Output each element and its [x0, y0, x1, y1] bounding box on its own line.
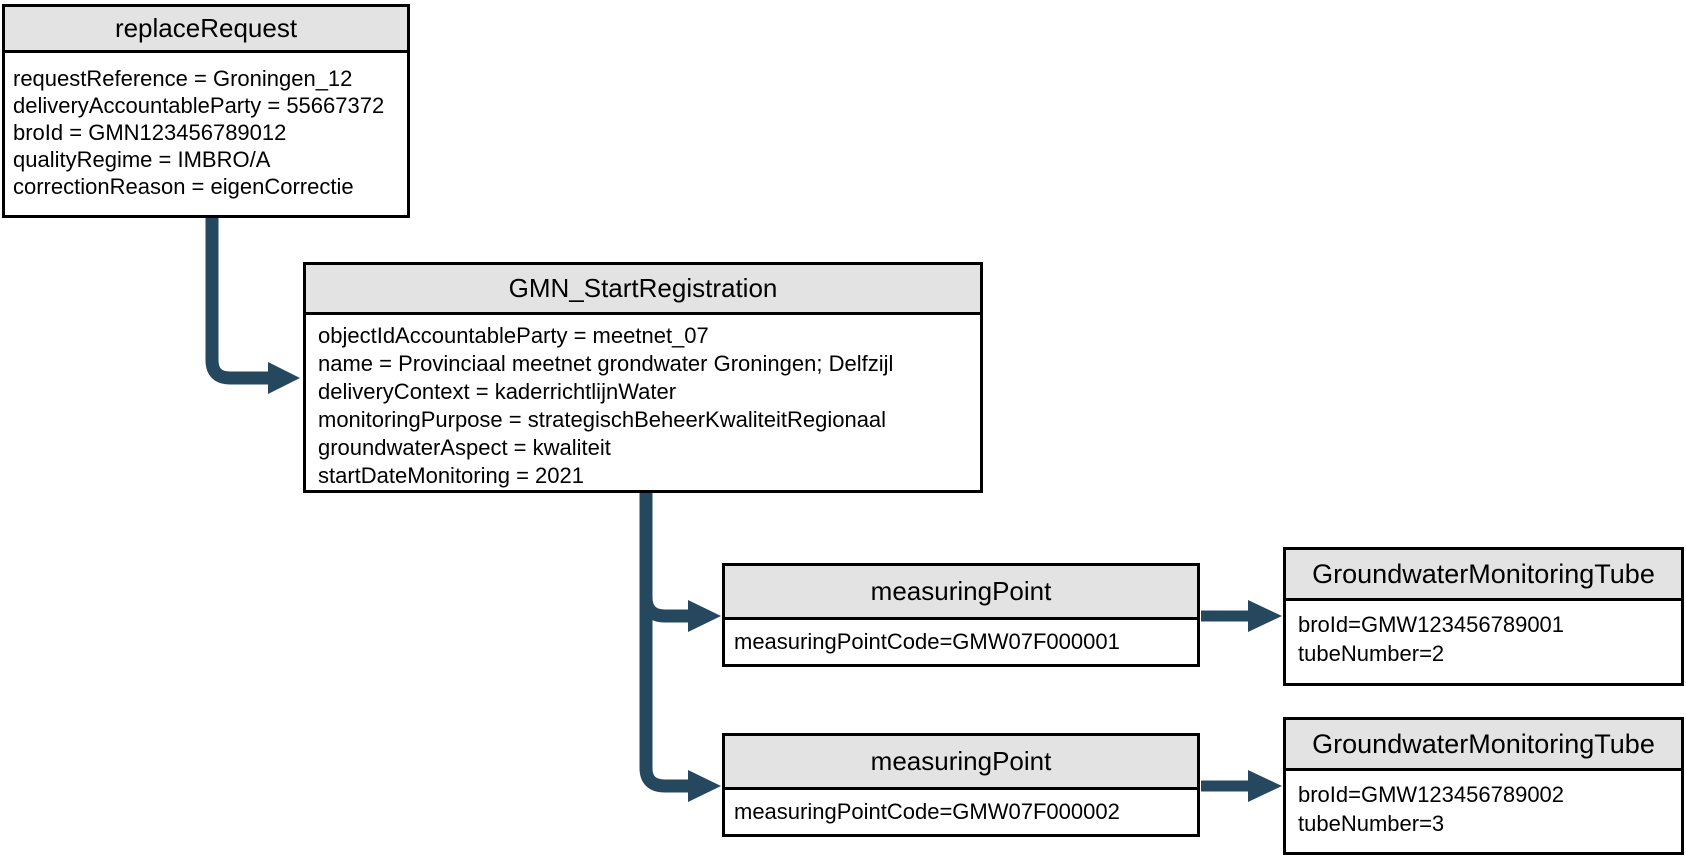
arrow-replace-to-gmn [205, 216, 300, 394]
measuring-point-1-title: measuringPoint [725, 566, 1197, 620]
measuring-point-2-title: measuringPoint [725, 736, 1197, 790]
attribute-line: broId=GMW123456789001 [1298, 612, 1565, 637]
measuring-point-1-box: measuringPoint measuringPointCode=GMW07F… [722, 563, 1200, 667]
attribute-line: measuringPointCode=GMW07F000001 [734, 629, 1120, 654]
attribute-line: tubeNumber=3 [1298, 811, 1445, 836]
attribute-line: broId = GMN123456789012 [13, 120, 287, 145]
arrow-gmn-to-mp2 [639, 491, 721, 802]
measuring-point-2-attributes: measuringPointCode=GMW07F000002 [725, 790, 1197, 834]
groundwater-monitoring-tube-1-title: GroundwaterMonitoringTube [1286, 550, 1681, 601]
replace-request-box: replaceRequest requestReference = Gronin… [2, 4, 410, 218]
attribute-line: requestReference = Groningen_12 [13, 66, 353, 91]
attribute-line: correctionReason = eigenCorrectie [13, 174, 354, 199]
attribute-line: tubeNumber=2 [1298, 641, 1445, 666]
measuring-point-1-attributes: measuringPointCode=GMW07F000001 [725, 620, 1197, 664]
attribute-line: objectIdAccountableParty = meetnet_07 [318, 323, 709, 348]
measuring-point-2-box: measuringPoint measuringPointCode=GMW07F… [722, 733, 1200, 837]
gmn-start-registration-attributes: objectIdAccountableParty = meetnet_07 na… [306, 315, 980, 490]
attribute-line: broId=GMW123456789002 [1298, 782, 1565, 807]
attribute-line: qualityRegime = IMBRO/A [13, 147, 271, 172]
attribute-line: groundwaterAspect = kwaliteit [318, 435, 611, 460]
attribute-line: startDateMonitoring = 2021 [318, 463, 584, 488]
attribute-line: name = Provinciaal meetnet grondwater Gr… [318, 351, 894, 376]
attribute-line: measuringPointCode=GMW07F000002 [734, 799, 1120, 824]
replace-request-attributes: requestReference = Groningen_12 delivery… [5, 53, 407, 200]
groundwater-monitoring-tube-1-box: GroundwaterMonitoringTube broId=GMW12345… [1283, 547, 1684, 686]
gmn-start-registration-title: GMN_StartRegistration [306, 265, 980, 315]
groundwater-monitoring-tube-2-title: GroundwaterMonitoringTube [1286, 720, 1681, 771]
replace-request-title: replaceRequest [5, 7, 407, 53]
attribute-line: deliveryAccountableParty = 55667372 [13, 93, 385, 118]
groundwater-monitoring-tube-2-attributes: broId=GMW123456789002 tubeNumber=3 [1286, 771, 1681, 838]
attribute-line: monitoringPurpose = strategischBeheerKwa… [318, 407, 887, 432]
arrow-mp1-to-tube1 [1201, 600, 1282, 632]
gmn-start-registration-box: GMN_StartRegistration objectIdAccountabl… [303, 262, 983, 493]
arrow-mp2-to-tube2 [1201, 770, 1282, 802]
groundwater-monitoring-tube-2-box: GroundwaterMonitoringTube broId=GMW12345… [1283, 717, 1684, 855]
arrow-gmn-to-mp1 [639, 491, 721, 632]
attribute-line: deliveryContext = kaderrichtlijnWater [318, 379, 677, 404]
groundwater-monitoring-tube-1-attributes: broId=GMW123456789001 tubeNumber=2 [1286, 601, 1681, 668]
